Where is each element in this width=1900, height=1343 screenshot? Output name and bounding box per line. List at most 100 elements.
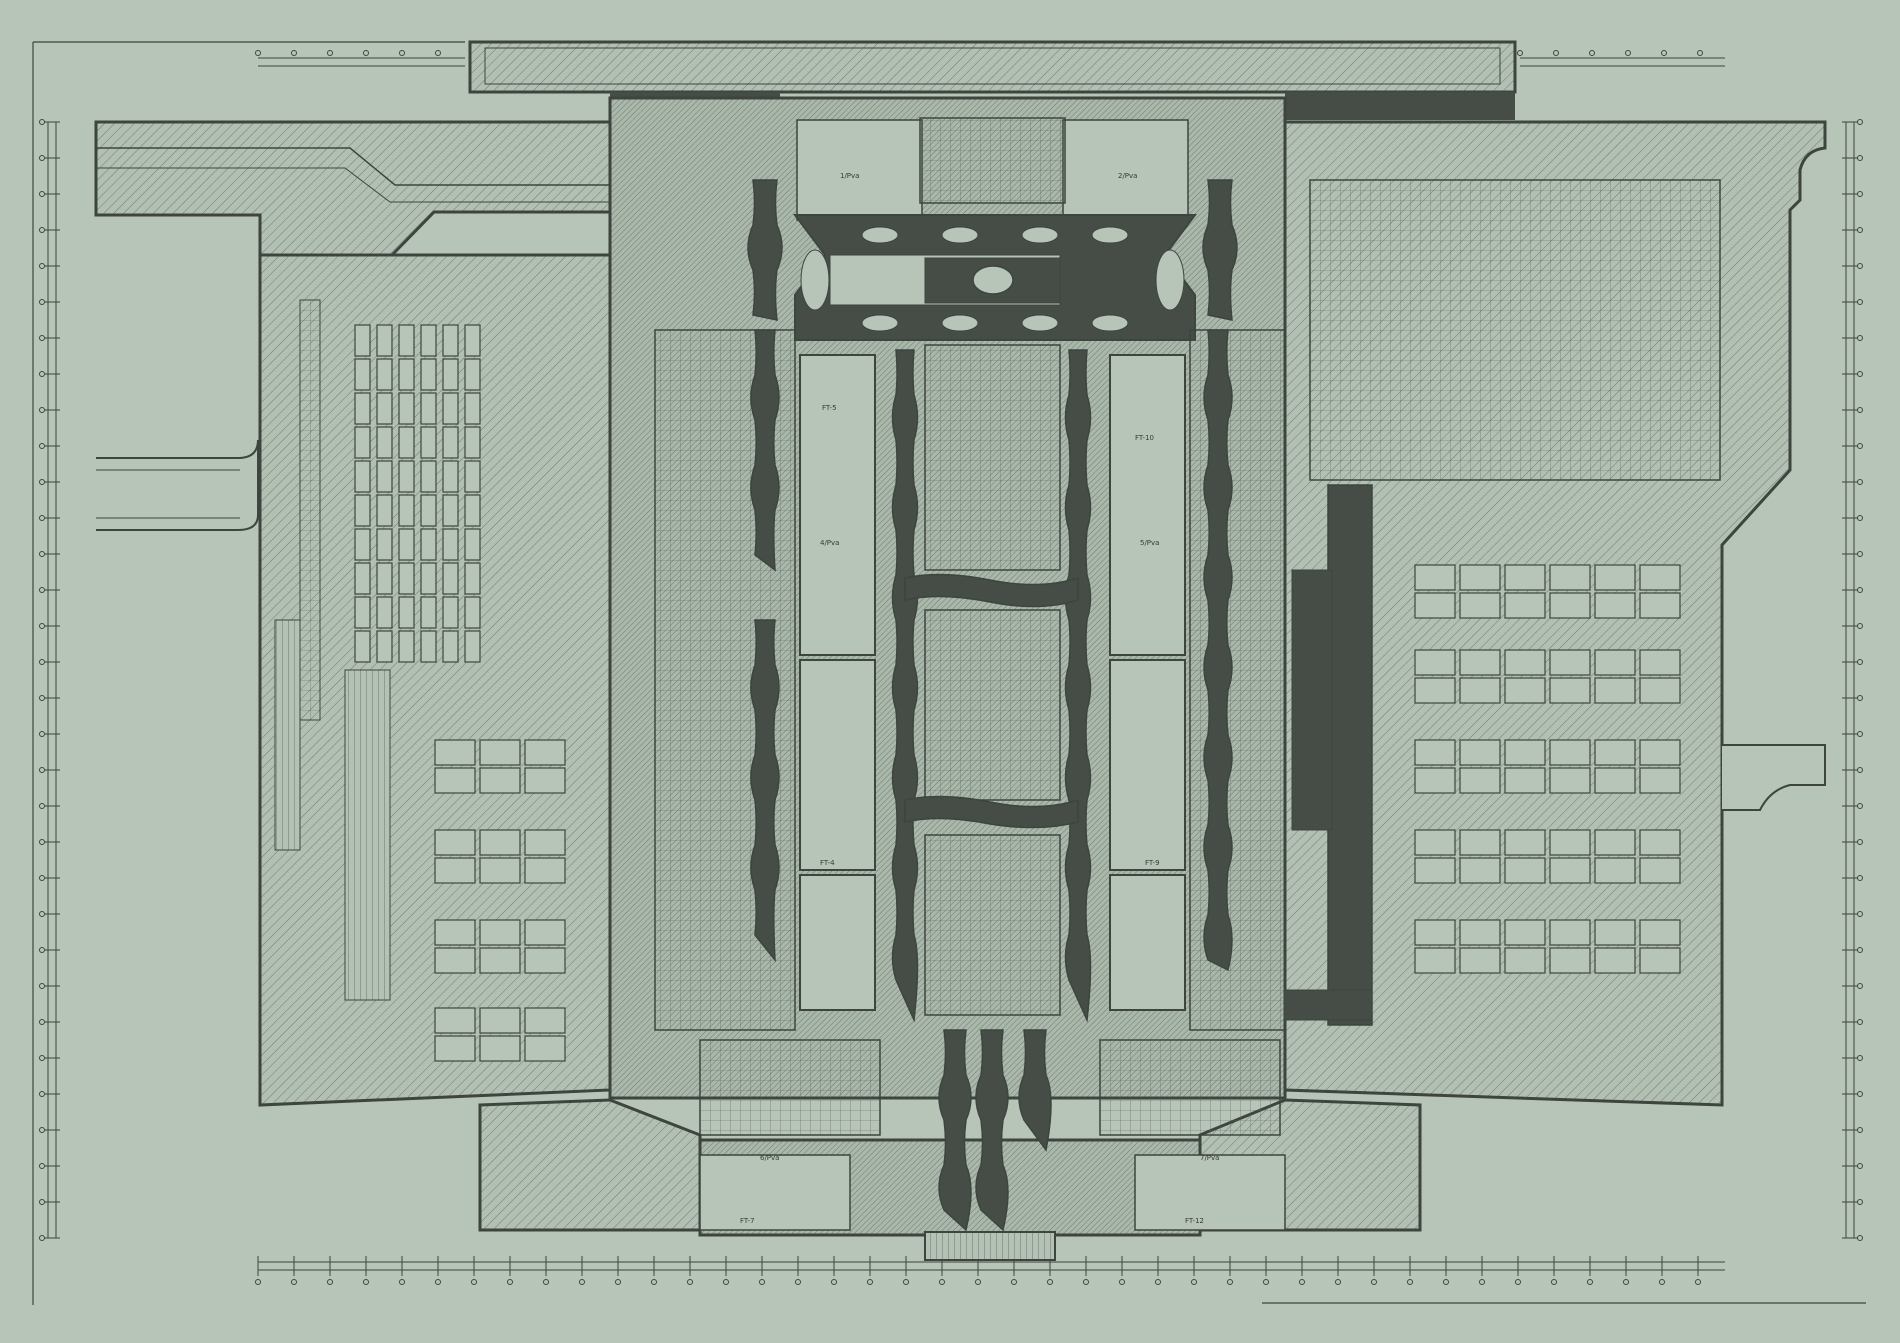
parking-stall [376,358,393,391]
parking-stall [354,494,371,527]
parking-stall [1459,767,1501,794]
parking-stall [464,324,481,357]
parking-stall [442,596,459,629]
parking-stall [1459,919,1501,946]
grid-bubble [1119,1279,1125,1285]
grid-bubble [1263,1279,1269,1285]
grid-bubble [615,1279,621,1285]
parking-stall [1594,739,1636,766]
ornament-ring [1021,314,1059,332]
parking-stall [1549,829,1591,856]
label-ft-w-upper: FT-5 [822,404,837,412]
parking-stall [464,562,481,595]
organic-channel [975,1029,1009,1232]
parking-stall [1594,677,1636,704]
parking-stall [442,460,459,493]
label-platform-ne: 2/Pva [1118,172,1137,180]
parking-stall [398,630,415,663]
parking-stall [354,358,371,391]
parking-stall [434,829,476,856]
grid-bubble [795,1279,801,1285]
parking-stall [1639,947,1681,974]
parking-stall [524,947,566,974]
parking-stall [1414,564,1456,591]
parking-stall [1414,739,1456,766]
ornament-side [1155,249,1185,311]
parking-stall [1459,677,1501,704]
label-ft-sw: FT-7 [740,1217,755,1225]
grid-bubble [1659,1279,1665,1285]
parking-stall [464,460,481,493]
parking-stall [1504,919,1546,946]
parking-stall [1549,649,1591,676]
ornamental-pools [747,179,1238,1232]
parking-stall [479,1007,521,1034]
parking-stall [1504,739,1546,766]
grid-bubble [435,1279,441,1285]
parking-stall [1549,739,1591,766]
parking-stall [464,494,481,527]
dimension-lines [47,57,1855,1271]
zone-labels: 1/Pva 2/Pva 4/Pva 5/Pva 6/Pva 7/Pva FT-5… [740,172,1219,1225]
label-ft-e-upper: FT-10 [1135,434,1154,442]
label-platform-se: 7/Pva [1200,1154,1219,1162]
parking-stall [434,947,476,974]
parking-stall [398,562,415,595]
grid-bubble [1553,50,1559,56]
parking-stall [376,494,393,527]
grid-bubble [975,1279,981,1285]
parking-stall [1639,767,1681,794]
parking-stall [1549,767,1591,794]
parking-stall [1504,947,1546,974]
grid-bubble [291,1279,297,1285]
grid-bubble [1587,1279,1593,1285]
parking-stall [398,528,415,561]
parking-stall [479,1035,521,1062]
parking-stall [1459,947,1501,974]
grid-bubble [543,1279,549,1285]
parking-stall [376,426,393,459]
concourse-core [274,117,1721,1231]
grid-bubble [1479,1279,1485,1285]
parking-stall [398,494,415,527]
grid-bubble [1335,1279,1341,1285]
parking-stall [434,767,476,794]
grid-bubble [1011,1279,1017,1285]
label-platform-mid-e: 5/Pva [1140,539,1159,547]
organic-channel [1202,179,1238,321]
grid-bubble [687,1279,693,1285]
parking-stall [1594,649,1636,676]
grid-bubble [1625,50,1631,56]
parking-stall [434,739,476,766]
grid-bubble [1227,1279,1233,1285]
parking-stall [1594,829,1636,856]
grid-bubble [759,1279,765,1285]
parking-stall [442,392,459,425]
grid-bubble [1551,1279,1557,1285]
parking-stall [1639,919,1681,946]
parking-stall [420,392,437,425]
parking-stall [442,426,459,459]
parking-stall [1549,919,1591,946]
grid-bubble [327,50,333,56]
grid-bubble [1047,1279,1053,1285]
parking-stall [442,528,459,561]
parking-stall [398,392,415,425]
grid-bubble [651,1279,657,1285]
parking-stall [1639,739,1681,766]
ornament-ring [1021,226,1059,244]
label-ft-w-mid: FT-4 [820,859,835,867]
grid-bubble [1695,1279,1701,1285]
parking-stall [420,324,437,357]
organic-channel [1018,1029,1052,1152]
parking-stall [1639,649,1681,676]
ornament-side [800,249,830,311]
parking-stall [1639,829,1681,856]
organic-band [904,795,1079,829]
parking-stall [1459,857,1501,884]
parking-stall [434,919,476,946]
grid-bubble [1661,50,1667,56]
sheet-frame [32,41,1866,1305]
grid-bubble [399,50,405,56]
